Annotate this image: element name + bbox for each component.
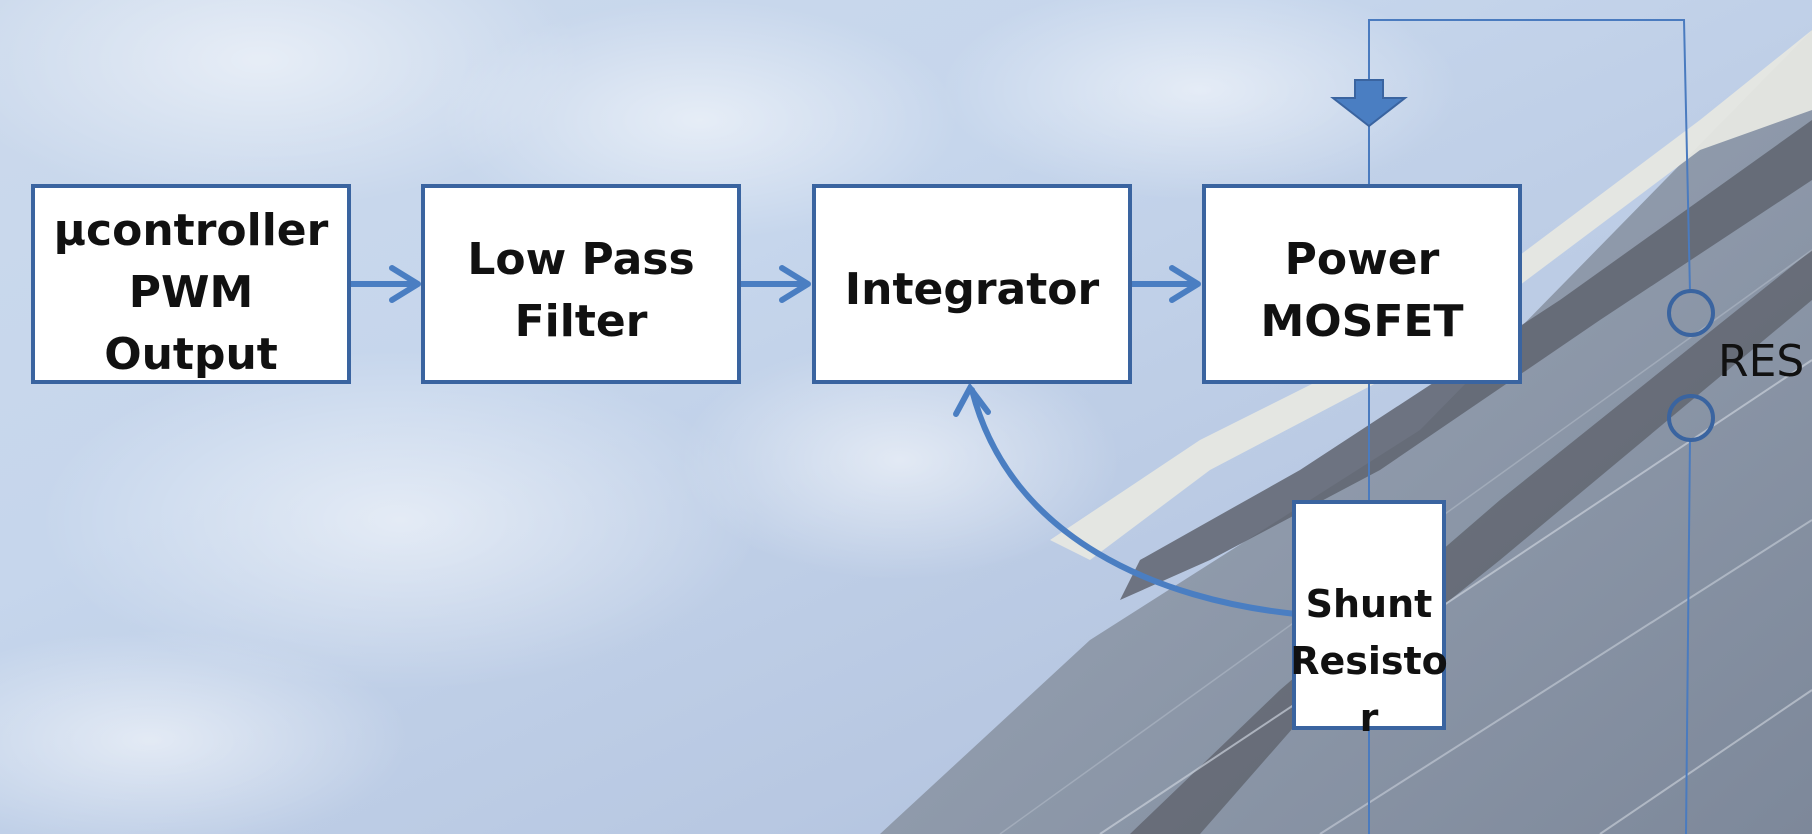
gate-input-arrow-icon xyxy=(1330,79,1408,128)
terminal-top-icon xyxy=(1667,289,1715,337)
feedback-arrowhead-icon xyxy=(953,382,991,417)
block-low-pass-filter: Low Pass Filter xyxy=(421,184,741,384)
pwm-line-2: PWM xyxy=(129,267,254,318)
pwm-line-1: µcontroller xyxy=(54,205,329,256)
pwm-line-3: Output xyxy=(104,329,278,380)
gate-wire xyxy=(1368,19,1691,293)
terminal-return-wire xyxy=(1685,437,1691,834)
shunt-line-3: r xyxy=(1360,696,1379,740)
solar-panel-image xyxy=(880,30,1812,834)
lpf-line-2: Filter xyxy=(515,296,648,347)
lpf-line-1: Low Pass xyxy=(467,234,694,285)
terminal-bottom-icon xyxy=(1667,394,1715,442)
arrow-lpf-to-integrator-icon xyxy=(779,265,811,303)
wires xyxy=(1368,19,1691,834)
signal-arrows xyxy=(348,265,1201,303)
block-integrator: Integrator xyxy=(812,184,1132,384)
block-shunt-resistor: Shunt Resisto r xyxy=(1290,500,1448,740)
mosfet-line-2: MOSFET xyxy=(1260,296,1463,347)
integrator-label: Integrator xyxy=(845,264,1100,315)
terminal-label: RES xyxy=(1718,336,1804,387)
shunt-line-2: Resisto xyxy=(1290,639,1448,683)
feedback-arrow xyxy=(969,387,1299,617)
shunt-line-1: Shunt xyxy=(1306,582,1433,626)
mosfet-line-1: Power xyxy=(1285,234,1440,285)
block-ucontroller-pwm: µcontroller PWM Output xyxy=(31,184,351,384)
arrow-integrator-to-mosfet-icon xyxy=(1169,265,1201,303)
block-power-mosfet: Power MOSFET xyxy=(1202,184,1522,384)
arrow-pwm-to-lpf-icon xyxy=(389,265,421,303)
